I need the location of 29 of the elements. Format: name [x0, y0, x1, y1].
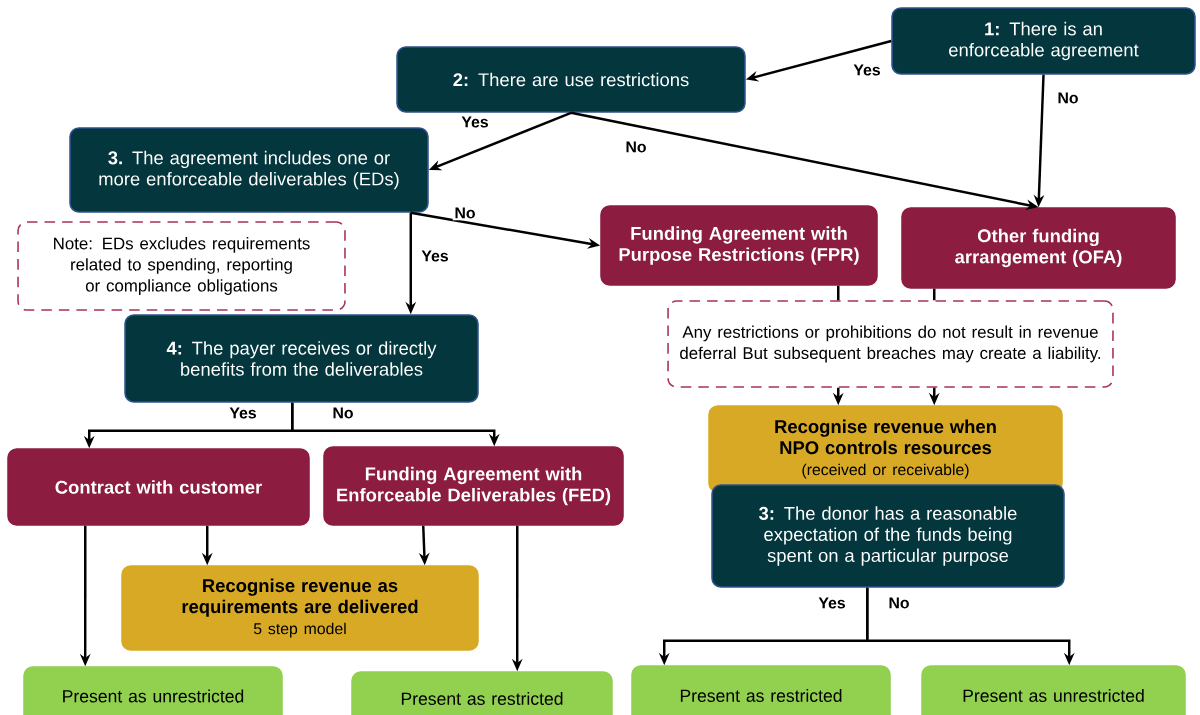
decision-box: 3: The donor has a reasonable expectation of the funds being spent on a particular purpose: [711, 484, 1065, 588]
note-box: Any restrictions or prohibitions do not result in revenue deferral But subsequent breaches may create a liability.: [667, 300, 1114, 388]
result-box: Present as restricted: [351, 671, 613, 715]
decision-box: 4: The payer receives or directly benefits from the deliverables: [124, 314, 479, 403]
edge-label: No: [330, 405, 356, 421]
category-box: Contract with customer: [7, 448, 310, 526]
edge-label: Yes: [459, 114, 491, 130]
category-box: Funding Agreement with Purpose Restrictions (FPR): [600, 205, 878, 286]
outcome-box: Recognise revenue as requirements are delivered 5 step model: [121, 565, 479, 651]
outcome-box: Recognise revenue when NPO controls resources (received or receivable): [708, 405, 1063, 493]
edge-label: Yes: [419, 248, 451, 264]
edge-label: No: [623, 139, 649, 155]
connector-line: [837, 285, 840, 301]
edge-label: Yes: [816, 595, 848, 611]
edge-label: No: [452, 205, 478, 221]
edge-label: Yes: [227, 405, 259, 421]
result-box: Present as restricted: [631, 665, 891, 715]
category-box: Funding Agreement with Enforceable Deliverables (FED): [323, 446, 624, 526]
edge-label: No: [1055, 90, 1081, 106]
result-box: Present as unrestricted: [23, 666, 283, 715]
connector-line: [933, 288, 936, 301]
note-box: Note: EDs excludes requirements related to spending, reporting or compliance obligations: [17, 221, 346, 311]
decision-box: 1: There is an enforceable agreement: [891, 7, 1196, 75]
result-box: Present as unrestricted: [921, 665, 1186, 715]
edge-label: Yes: [851, 62, 883, 78]
category-box: Other funding arrangement (OFA): [901, 207, 1176, 289]
decision-box: 3. The agreement includes one or more enforceable deliverables (EDs): [69, 127, 429, 213]
edge-label: No: [886, 595, 912, 611]
decision-box: 2: There are use restrictions: [396, 46, 746, 113]
